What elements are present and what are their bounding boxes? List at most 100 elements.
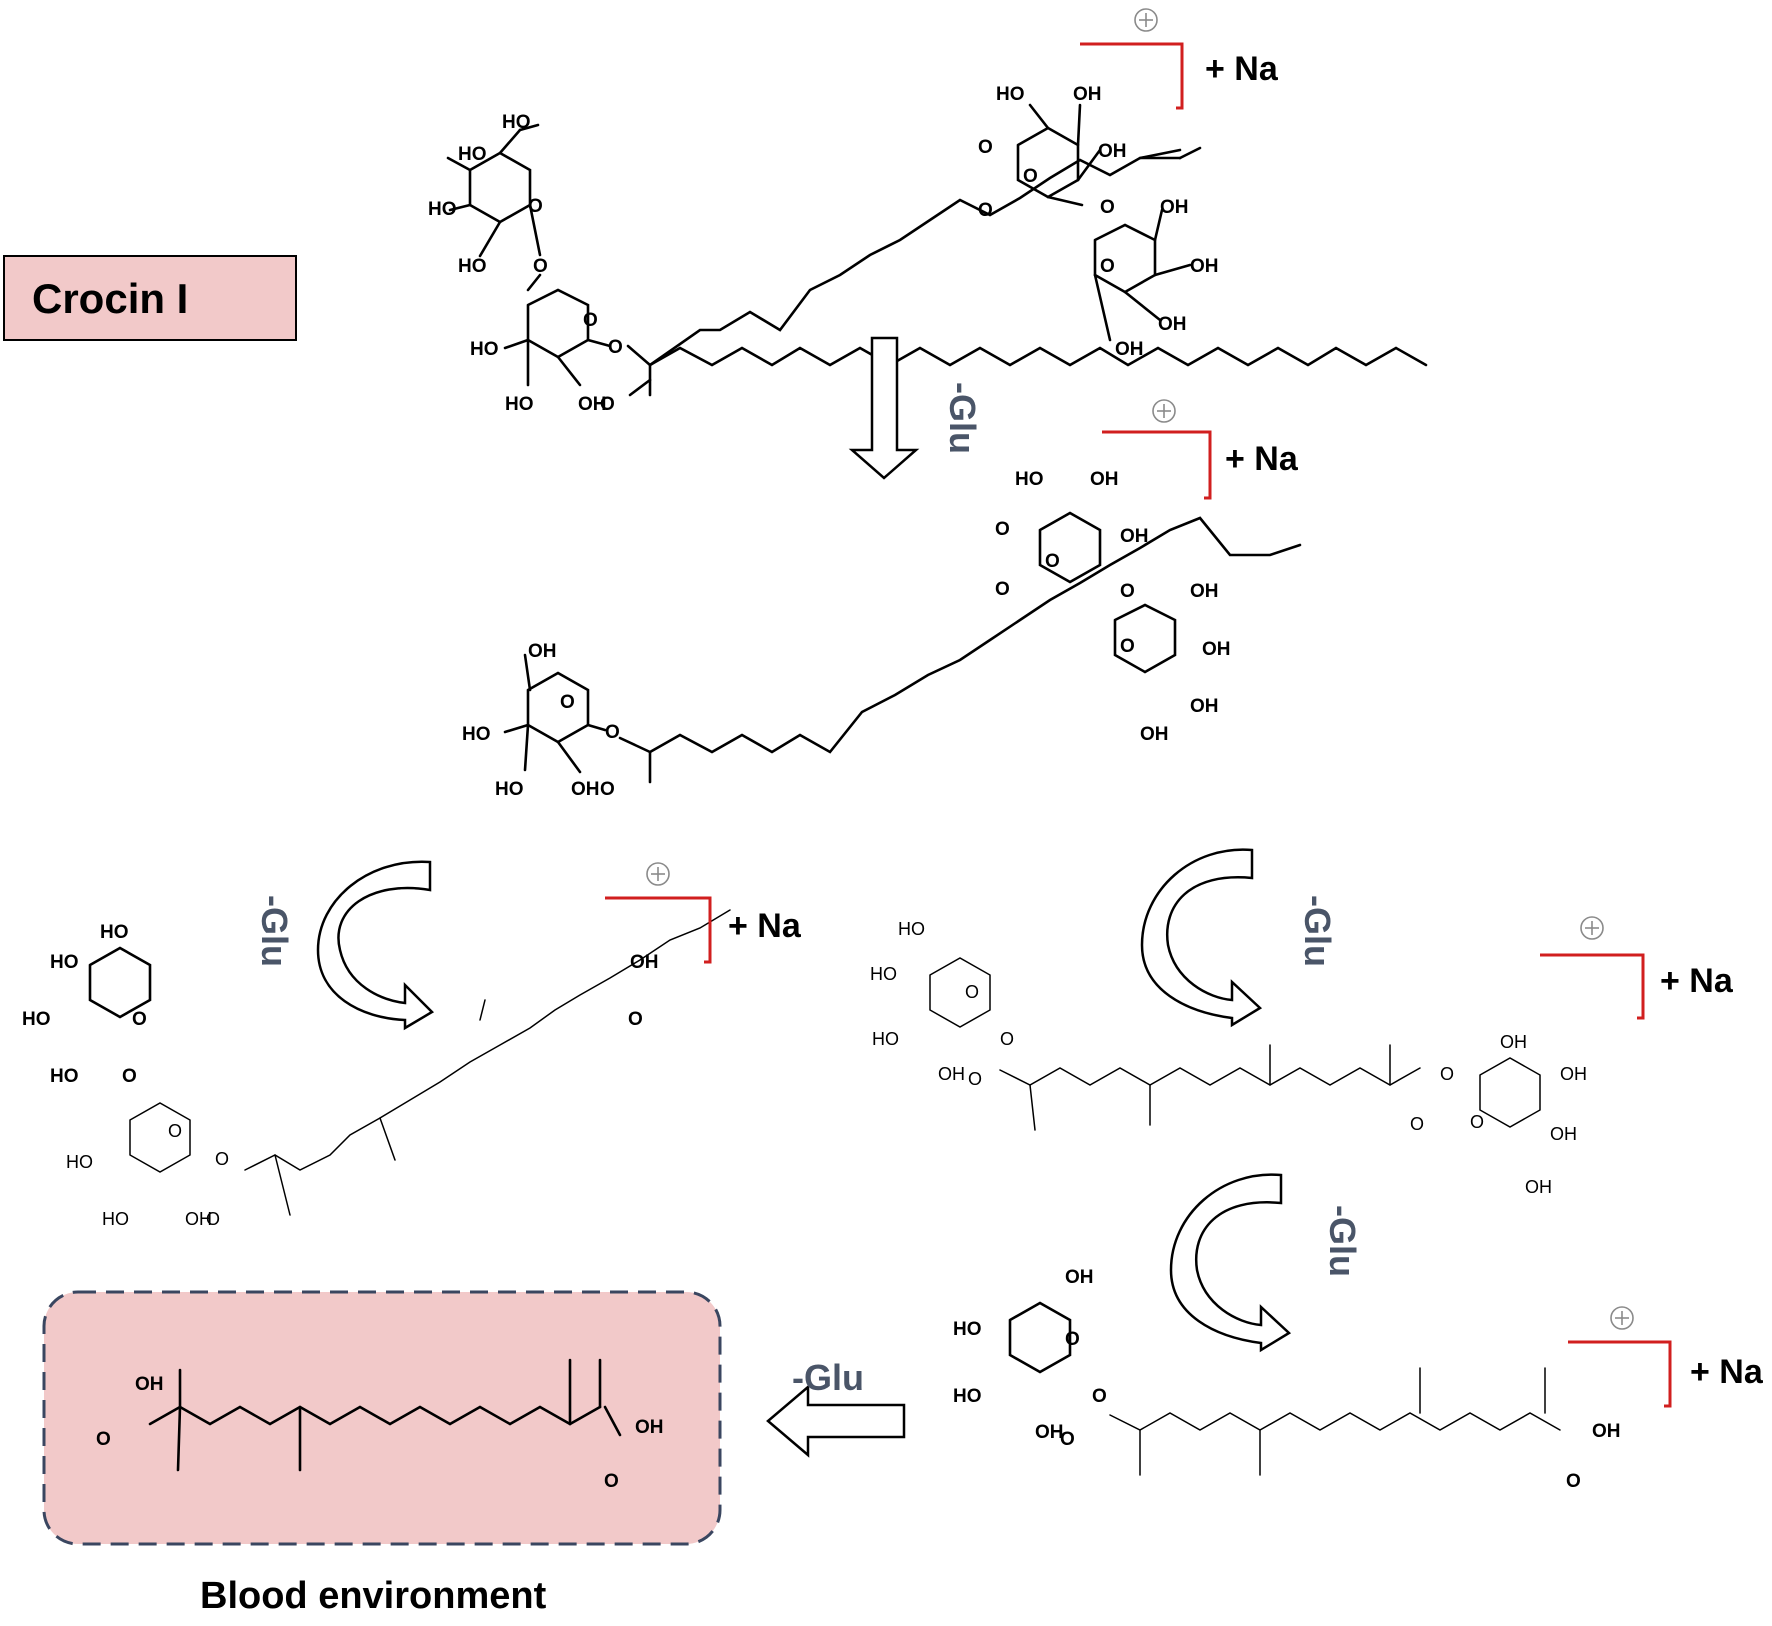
left-arrow: -Glu — [766, 1357, 906, 1458]
blood-environment-box: OH O OH O Blood environment — [42, 1290, 722, 1617]
svg-text:O: O — [1045, 551, 1060, 572]
svg-text:+ Na: + Na — [728, 907, 802, 945]
svg-text:OH: OH — [1202, 639, 1231, 660]
svg-text:OH: OH — [1120, 526, 1149, 547]
svg-text:O: O — [560, 692, 575, 713]
crocin-title-box: Crocin I — [3, 255, 297, 341]
svg-text:OH: OH — [528, 641, 557, 662]
svg-text:HO: HO — [953, 1319, 982, 1340]
svg-text:HO: HO — [495, 779, 524, 800]
svg-text:OH: OH — [938, 1064, 965, 1084]
svg-text:O: O — [604, 1471, 619, 1492]
charge-bracket-3-left: + Na — [605, 862, 802, 964]
svg-text:O: O — [1410, 1114, 1424, 1134]
charge-bracket-3-right: + Na — [1540, 916, 1734, 1020]
svg-text:OH: OH — [1098, 141, 1127, 162]
svg-text:O: O — [978, 137, 993, 158]
molecule-crocin-2: O OH HO HO OH O O O O O HO OH OH O O OH … — [462, 469, 1302, 800]
svg-text:HO: HO — [458, 144, 487, 165]
svg-text:OH: OH — [1190, 256, 1219, 277]
svg-text:O: O — [533, 256, 548, 277]
svg-text:OH: OH — [1525, 1177, 1552, 1197]
svg-text:HO: HO — [470, 339, 499, 360]
svg-text:HO: HO — [50, 952, 79, 973]
svg-text:O: O — [600, 394, 615, 415]
svg-text:O: O — [1000, 1029, 1014, 1049]
svg-text:O: O — [1440, 1064, 1454, 1084]
curved-arrow-lower: -Glu — [1169, 1173, 1363, 1353]
svg-text:OH: OH — [571, 779, 600, 800]
plus-charge-icon — [1152, 399, 1176, 423]
svg-text:O: O — [122, 1066, 137, 1087]
svg-text:HO: HO — [102, 1209, 129, 1229]
svg-text:O: O — [1092, 1386, 1107, 1407]
svg-text:OH: OH — [635, 1417, 664, 1438]
svg-text:HO: HO — [996, 84, 1025, 105]
svg-text:O: O — [215, 1149, 229, 1169]
svg-text:O: O — [628, 1009, 643, 1030]
svg-text:HO: HO — [100, 922, 129, 943]
svg-text:HO: HO — [898, 919, 925, 939]
svg-text:O: O — [608, 337, 623, 358]
svg-text:O: O — [206, 1209, 220, 1229]
crocin-title: Crocin I — [32, 275, 188, 322]
svg-text:-Glu: -Glu — [792, 1357, 864, 1398]
svg-text:+ Na: + Na — [1690, 1353, 1764, 1391]
svg-text:OH: OH — [1073, 84, 1102, 105]
svg-text:O: O — [1470, 1112, 1484, 1132]
svg-text:HO: HO — [870, 964, 897, 984]
svg-text:OH: OH — [1065, 1267, 1094, 1288]
svg-text:OH: OH — [135, 1374, 164, 1395]
curved-arrow-right: -Glu — [1140, 848, 1338, 1028]
svg-text:OH: OH — [630, 952, 659, 973]
svg-text:O: O — [995, 579, 1010, 600]
svg-text:OH: OH — [1140, 724, 1169, 745]
svg-text:-Glu: -Glu — [1297, 895, 1338, 967]
svg-text:-Glu: -Glu — [254, 895, 295, 967]
molecule-crocin-3-left: O HO HO HO HO O O HO HO OH O O OH O — [22, 909, 731, 1229]
svg-text:HO: HO — [458, 256, 487, 277]
svg-text:HO: HO — [50, 1066, 79, 1087]
molecule-crocin-4: O OH HO HO OH O O OH O — [953, 1267, 1621, 1492]
blood-environment-caption: Blood environment — [200, 1575, 547, 1617]
svg-text:HO: HO — [1015, 469, 1044, 490]
svg-text:O: O — [968, 1069, 982, 1089]
svg-text:O: O — [995, 519, 1010, 540]
charge-bracket-4: + Na — [1568, 1306, 1764, 1408]
svg-text:HO: HO — [505, 394, 534, 415]
plus-charge-icon — [1580, 916, 1604, 940]
svg-text:-Glu: -Glu — [1322, 1205, 1363, 1277]
svg-text:HO: HO — [462, 724, 491, 745]
svg-text:+ Na: + Na — [1205, 50, 1279, 88]
svg-text:O: O — [132, 1009, 147, 1030]
charge-bracket-1: + Na — [1080, 8, 1279, 110]
svg-text:HO: HO — [66, 1152, 93, 1172]
svg-text:OH: OH — [1550, 1124, 1577, 1144]
molecule-crocin-1: O HO HO HO HO O O HO HO OH O O O — [428, 84, 1428, 415]
svg-text:OH: OH — [578, 394, 607, 415]
svg-text:O: O — [1065, 1329, 1080, 1350]
charge-bracket-2: + Na — [1102, 399, 1299, 500]
svg-text:O: O — [583, 310, 598, 331]
molecule-crocin-3-right: O HO HO HO OH O O O O O OH OH OH OH — [870, 919, 1587, 1197]
svg-text:O: O — [1023, 166, 1038, 187]
svg-text:O: O — [1120, 636, 1135, 657]
svg-text:HO: HO — [953, 1386, 982, 1407]
svg-text:HO: HO — [502, 112, 531, 133]
svg-text:OH: OH — [1190, 696, 1219, 717]
svg-text:O: O — [1120, 581, 1135, 602]
svg-text:O: O — [600, 779, 615, 800]
svg-text:O: O — [1566, 1471, 1581, 1492]
svg-text:HO: HO — [872, 1029, 899, 1049]
svg-text:OH: OH — [1035, 1422, 1064, 1443]
down-arrow-1: -Glu — [848, 336, 983, 480]
svg-text:OH: OH — [1115, 339, 1144, 360]
svg-text:+ Na: + Na — [1225, 440, 1299, 478]
svg-text:OH: OH — [1592, 1421, 1621, 1442]
svg-text:O: O — [605, 722, 620, 743]
svg-text:-Glu: -Glu — [942, 382, 983, 454]
svg-text:+ Na: + Na — [1660, 962, 1734, 1000]
svg-text:OH: OH — [1158, 314, 1187, 335]
svg-text:O: O — [978, 200, 993, 221]
